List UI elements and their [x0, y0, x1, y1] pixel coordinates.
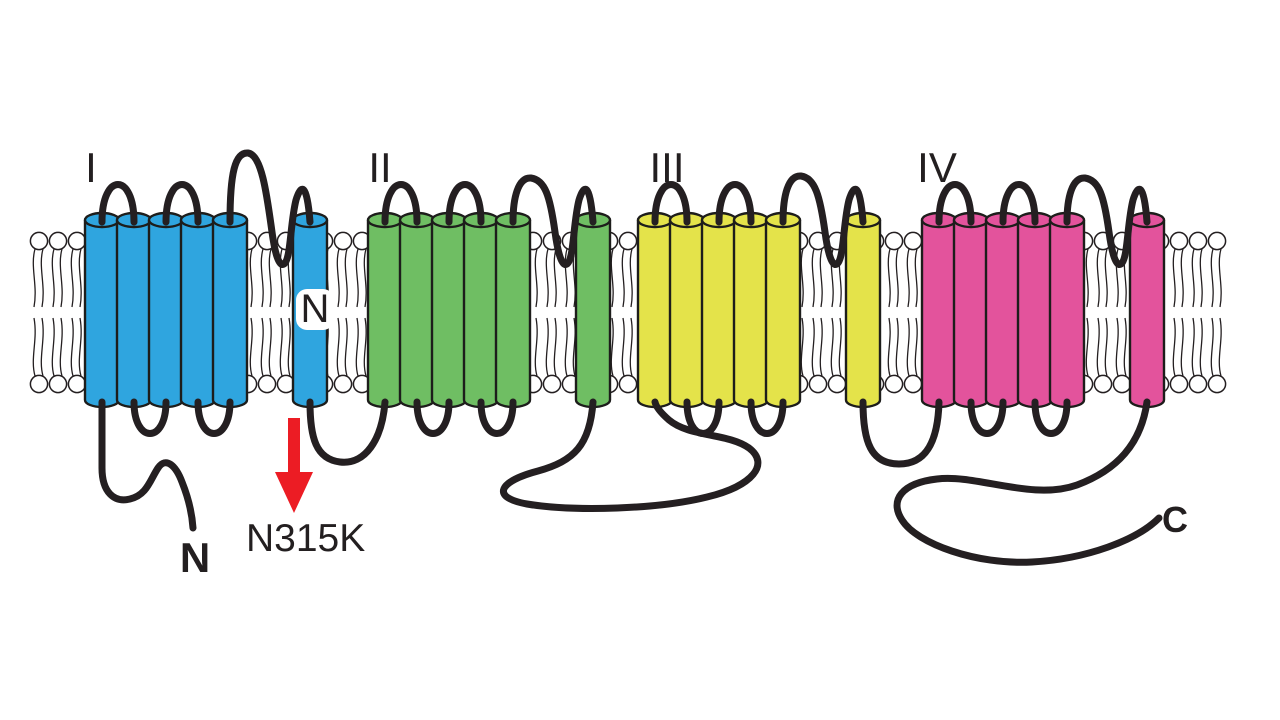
domain-II-segment-S1 [366, 211, 404, 409]
loop-bottom-s2-s3-IV [967, 398, 1007, 437]
domain-II-segment-S2 [398, 211, 436, 409]
pore-loop-III [779, 172, 867, 268]
linker-I-II [306, 398, 389, 466]
lipid-head [542, 374, 562, 394]
domain-label-3: III [649, 144, 684, 191]
domain-I-segment-S2 [115, 211, 153, 409]
lipid-head [884, 231, 904, 251]
lipid-head [257, 374, 277, 394]
lipid-head [1112, 374, 1132, 394]
lipid-head [903, 374, 923, 394]
pore-loop-IV [1063, 174, 1151, 268]
lipid-head [1169, 231, 1189, 251]
lipid-head [333, 231, 353, 251]
domain-III-segment-S3 [700, 211, 738, 409]
loop-bottom-s2-s3-II [413, 398, 453, 437]
n-terminus-tail [98, 398, 197, 532]
domain-IV-segment-S2 [952, 211, 990, 409]
c-terminus-tail [893, 398, 1163, 566]
domain-II-segment-S3 [430, 211, 468, 409]
loop-top-s3-s4-IV [999, 181, 1039, 226]
lipid-head [67, 231, 87, 251]
mutation-arrow-icon [275, 418, 313, 513]
domain-label-1: I [85, 144, 97, 191]
domain-II-segment-S6 [574, 211, 612, 409]
loop-bottom-s4-s5-I [194, 398, 234, 437]
lipid-head [1093, 374, 1113, 394]
domain-I-segment-S1 [83, 211, 121, 409]
loop-top-s3-s4-I [162, 181, 202, 226]
loop-top-s1-s2-II [381, 181, 421, 226]
domain-III-segment-S5 [764, 211, 802, 409]
loop-bottom-s4-s5-IV [1031, 398, 1071, 437]
domain-II-segment-S5 [494, 211, 532, 409]
lipid-head [1188, 231, 1208, 251]
lipid-head [903, 231, 923, 251]
domain-label-4: IV [917, 144, 957, 191]
mutation-label: N315K [246, 517, 365, 560]
loop-top-s1-s2-I [98, 181, 138, 226]
lipid-head [1207, 374, 1227, 394]
domain-III-segment-S4 [732, 211, 770, 409]
domain-label-2: II [368, 144, 391, 191]
domain-I-segment-S4 [179, 211, 217, 409]
lipid-head [67, 374, 87, 394]
domain-IV-segment-S5 [1048, 211, 1086, 409]
loop-bottom-s4-s5-III [747, 398, 787, 437]
lipid-head [29, 231, 49, 251]
connecting-loops [98, 149, 1163, 566]
lipid-head [808, 374, 828, 394]
domain-IV-segment-S6 [1128, 211, 1166, 409]
lipid-head [1207, 231, 1227, 251]
lipid-head [48, 231, 68, 251]
loop-top-s1-s2-IV [935, 181, 975, 226]
loop-bottom-s4-s5-II [477, 398, 517, 437]
loop-top-s3-s4-II [445, 181, 485, 226]
lipid-head [48, 374, 68, 394]
linker-III-IV [859, 398, 943, 468]
lipid-head [827, 374, 847, 394]
loop-bottom-s2-s3-I [130, 398, 170, 437]
domain-III-segment-S1 [636, 211, 674, 409]
domain-I-segment-S3 [147, 211, 185, 409]
loop-top-s1-s2-III [651, 181, 691, 226]
domain-IV-segment-S3 [984, 211, 1022, 409]
lipid-head [333, 374, 353, 394]
domain-IV-segment-S4 [1016, 211, 1054, 409]
lipid-head [618, 374, 638, 394]
linker-II-III [500, 398, 762, 512]
domain-III-segment-S6 [844, 211, 882, 409]
pore-n-label: N [301, 287, 330, 331]
domain-III-segment-S2 [668, 211, 706, 409]
lipid-head [884, 374, 904, 394]
domain-II-segment-S4 [462, 211, 500, 409]
n-terminus-label: N [180, 534, 210, 581]
lipid-head [1188, 374, 1208, 394]
domain-I-segment-S5 [211, 211, 249, 409]
lipid-head [618, 231, 638, 251]
domain-IV-segment-S1 [920, 211, 958, 409]
pore-loop-II [509, 174, 597, 268]
lipid-head [1169, 374, 1189, 394]
c-terminus-label: C [1162, 499, 1188, 540]
lipid-head [29, 374, 49, 394]
pore-loop-I [226, 149, 314, 268]
loop-top-s3-s4-III [715, 181, 755, 226]
pore-n-badge [296, 289, 334, 330]
